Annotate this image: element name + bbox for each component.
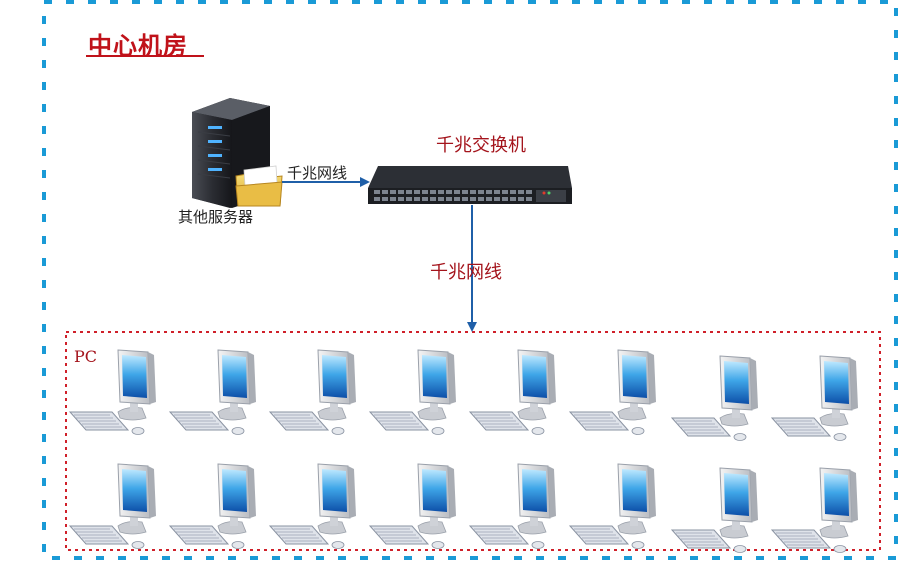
title-underline [86,55,204,57]
pc-icon [369,349,457,435]
switch-icon [368,166,572,204]
pc-icon [69,463,157,549]
pc-icon [469,463,557,549]
link-label-switch-pcs: 千兆网线 [430,262,502,283]
pc-icon [569,349,657,435]
pc-icon [169,463,257,549]
outer-room-border [42,0,898,560]
pc-icon [771,355,859,441]
link-label-server-switch: 千兆网线 [287,164,348,182]
pc-group-border [65,331,881,551]
pc-icon [569,463,657,549]
pc-icon [169,349,257,435]
switch-label: 千兆交换机 [436,135,526,156]
pc-icon [771,467,859,553]
pc-group-label: PC [74,347,98,366]
pc-icon [369,463,457,549]
pc-icon [671,355,759,441]
folder-icon [235,165,283,207]
pc-icon [671,467,759,553]
pc-icon [269,349,357,435]
pc-icon [469,349,557,435]
pc-icon [269,463,357,549]
server-label: 其他服务器 [178,208,254,226]
